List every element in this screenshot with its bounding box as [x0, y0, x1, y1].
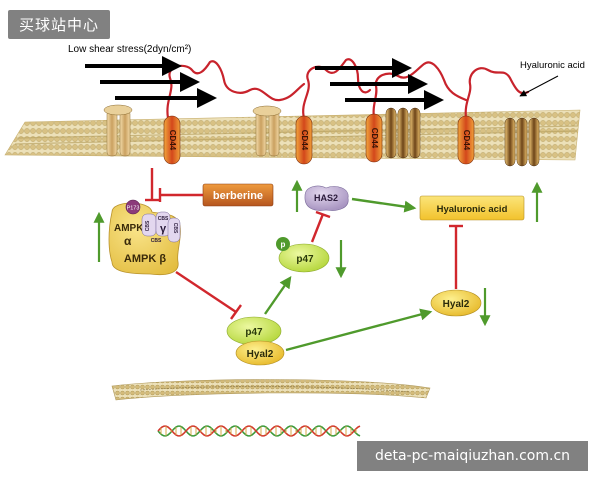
- hyal2-label: Hyal2: [247, 349, 274, 360]
- berberine-inhibit-ampk: [158, 188, 203, 202]
- hyal2-protein: Hyal2: [430, 289, 482, 317]
- cd44-label: CD44: [462, 130, 471, 151]
- hyal2-inhibit-ha: [449, 224, 463, 289]
- brown-channel-2: [504, 117, 540, 167]
- phospho-p-label: p: [281, 240, 286, 249]
- ampk-complex: P173 AMPK α CBS CBS CBS CBS γ AMPK β: [108, 199, 181, 276]
- berberine-label: berberine: [213, 190, 263, 202]
- hyaluronic-acid-box: Hyaluronic acid: [419, 195, 525, 221]
- cd44-label: CD44: [300, 130, 309, 151]
- watermark-bottom-right: deta-pc-maiqiuzhan.com.cn: [357, 441, 588, 471]
- ampk-beta-label: AMPK β: [124, 253, 166, 265]
- dna-helix: [157, 425, 361, 437]
- complex-to-hyal2-arrow: [285, 308, 433, 352]
- pp47-inhibit-has2: [310, 210, 331, 243]
- cd44-receptor-1: CD44: [163, 115, 181, 165]
- cd44-receptor-4: CD44: [457, 115, 475, 165]
- p47-label: p47: [296, 254, 314, 265]
- tan-channel-2: [252, 105, 282, 157]
- watermark-top-left: 买球站中心: [8, 10, 111, 39]
- cd44-receptor-3: CD44: [365, 113, 383, 163]
- p47-label: p47: [245, 327, 263, 338]
- cbs-label: CBS: [172, 223, 178, 234]
- p173-label: P173: [127, 206, 140, 212]
- hyaluronic-acid-box-label: Hyaluronic acid: [437, 204, 508, 215]
- has2-to-ha-arrow: [351, 197, 417, 213]
- cbs-label: CBS: [151, 238, 162, 244]
- shear-stress-label: Low shear stress(2dyn/cm²): [68, 44, 191, 55]
- shear-stress-arrows: [85, 56, 444, 110]
- p47-hyal2-complex: p47 Hyal2: [226, 316, 285, 366]
- gamma-symbol: γ: [160, 223, 167, 235]
- complex-to-pp47-arrow: [264, 276, 292, 315]
- brown-channel-1: [385, 107, 421, 159]
- alpha-symbol: α: [124, 234, 132, 248]
- ampk-alpha-label: AMPK: [114, 223, 144, 234]
- cbs-label: CBS: [145, 220, 151, 231]
- phospho-p47: p47 p: [276, 237, 330, 273]
- cd44-receptor-2: CD44: [295, 115, 313, 165]
- hyaluronic-acid-pointer: [519, 75, 559, 97]
- has2-label: HAS2: [314, 193, 338, 203]
- cd44-label: CD44: [370, 128, 379, 149]
- ampk-inhibit-p47: [175, 271, 242, 320]
- cbs-label: CBS: [158, 216, 169, 222]
- cd44-to-ampk-inhibit: [145, 168, 159, 202]
- nuclear-membrane: [111, 379, 431, 401]
- cell-membrane: [4, 109, 581, 161]
- cd44-label: CD44: [168, 130, 177, 151]
- tan-channel-1: [103, 104, 133, 157]
- hyaluronic-acid-top-label: Hyaluronic acid: [520, 60, 585, 71]
- hyal2-label: Hyal2: [443, 299, 470, 310]
- berberine-box: berberine: [202, 183, 274, 207]
- has2-protein: HAS2: [304, 185, 349, 211]
